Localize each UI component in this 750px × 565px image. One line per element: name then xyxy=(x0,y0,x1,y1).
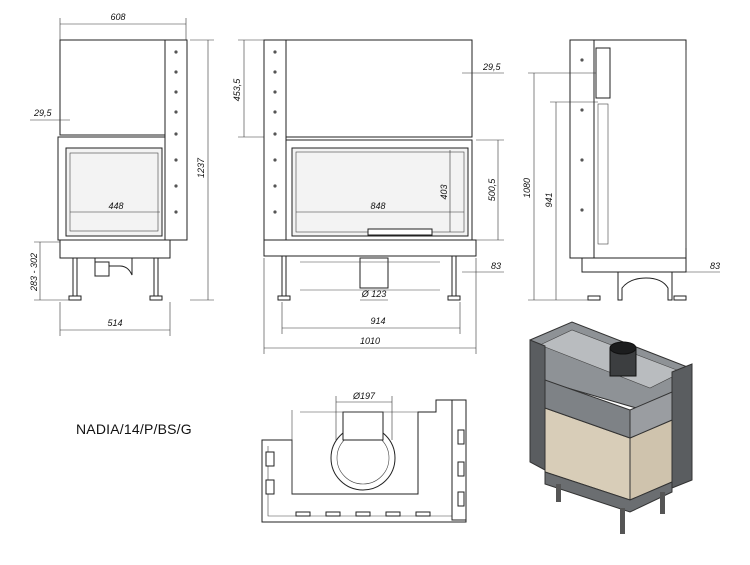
rear-view: 1080 941 83 xyxy=(522,39,720,301)
iso-leg-1 xyxy=(556,484,561,502)
rear-door-profile xyxy=(597,103,609,245)
dim-608: 608 xyxy=(110,12,125,22)
rear-legs xyxy=(617,272,673,301)
front-foot-right xyxy=(149,295,163,301)
front-view: 608 29,5 448 1237 283 - 302 514 xyxy=(29,12,214,336)
dim-941: 941 xyxy=(544,192,554,207)
front-foot-left xyxy=(68,295,82,301)
rear-column xyxy=(569,39,595,259)
front-base xyxy=(59,239,171,259)
dim-5005: 500,5 xyxy=(487,178,497,202)
side-left-column xyxy=(263,39,287,241)
dim-1080: 1080 xyxy=(522,178,532,198)
side-column-holes xyxy=(273,50,277,214)
front-glass xyxy=(65,147,163,237)
side-flue-port xyxy=(359,257,389,289)
iso-leg-2 xyxy=(620,508,625,534)
dim-flue-197: Ø197 xyxy=(352,391,376,401)
dim-403: 403 xyxy=(439,184,449,199)
side-view: 453,5 29,5 403 500,5 848 Ø 123 83 914 10… xyxy=(232,39,504,354)
side-foot-right xyxy=(447,295,461,301)
iso-base xyxy=(544,471,673,513)
iso-render xyxy=(529,321,693,534)
dim-514: 514 xyxy=(107,318,122,328)
side-base xyxy=(263,239,477,257)
top-view: Ø197 xyxy=(261,391,467,523)
rear-flue-collar xyxy=(595,47,611,99)
dim-1237: 1237 xyxy=(196,157,206,178)
iso-right-column xyxy=(671,363,693,489)
front-flue-port xyxy=(94,261,110,277)
front-column-holes xyxy=(174,50,178,214)
side-foot-left xyxy=(277,295,291,301)
dim-914: 914 xyxy=(370,316,385,326)
front-glass-inner xyxy=(69,152,159,232)
top-slots xyxy=(265,429,465,517)
iso-leg-3 xyxy=(660,492,665,514)
model-name: NADIA/14/P/BS/G xyxy=(76,421,192,437)
dim-leg-range: 283 - 302 xyxy=(29,253,39,292)
side-handle xyxy=(367,228,433,236)
dim-front-offset: 29,5 xyxy=(33,108,53,118)
front-side-column xyxy=(164,39,188,241)
rear-column-holes xyxy=(580,58,584,212)
dim-side-offset: 29,5 xyxy=(482,62,502,72)
side-glass xyxy=(291,147,469,237)
dim-848: 848 xyxy=(370,201,385,211)
dim-flue-123: Ø 123 xyxy=(361,289,387,299)
dim-448: 448 xyxy=(108,201,123,211)
dim-4535: 453,5 xyxy=(232,78,242,102)
iso-flue-opening xyxy=(609,341,637,355)
top-flue-collar xyxy=(342,411,384,441)
iso-left-column xyxy=(529,339,546,471)
dim-side-83: 83 xyxy=(491,261,501,271)
dim-rear-83: 83 xyxy=(710,261,720,271)
dim-1010: 1010 xyxy=(360,336,380,346)
rear-base xyxy=(581,257,687,273)
front-top-housing xyxy=(59,39,166,136)
side-top-housing xyxy=(285,39,473,138)
